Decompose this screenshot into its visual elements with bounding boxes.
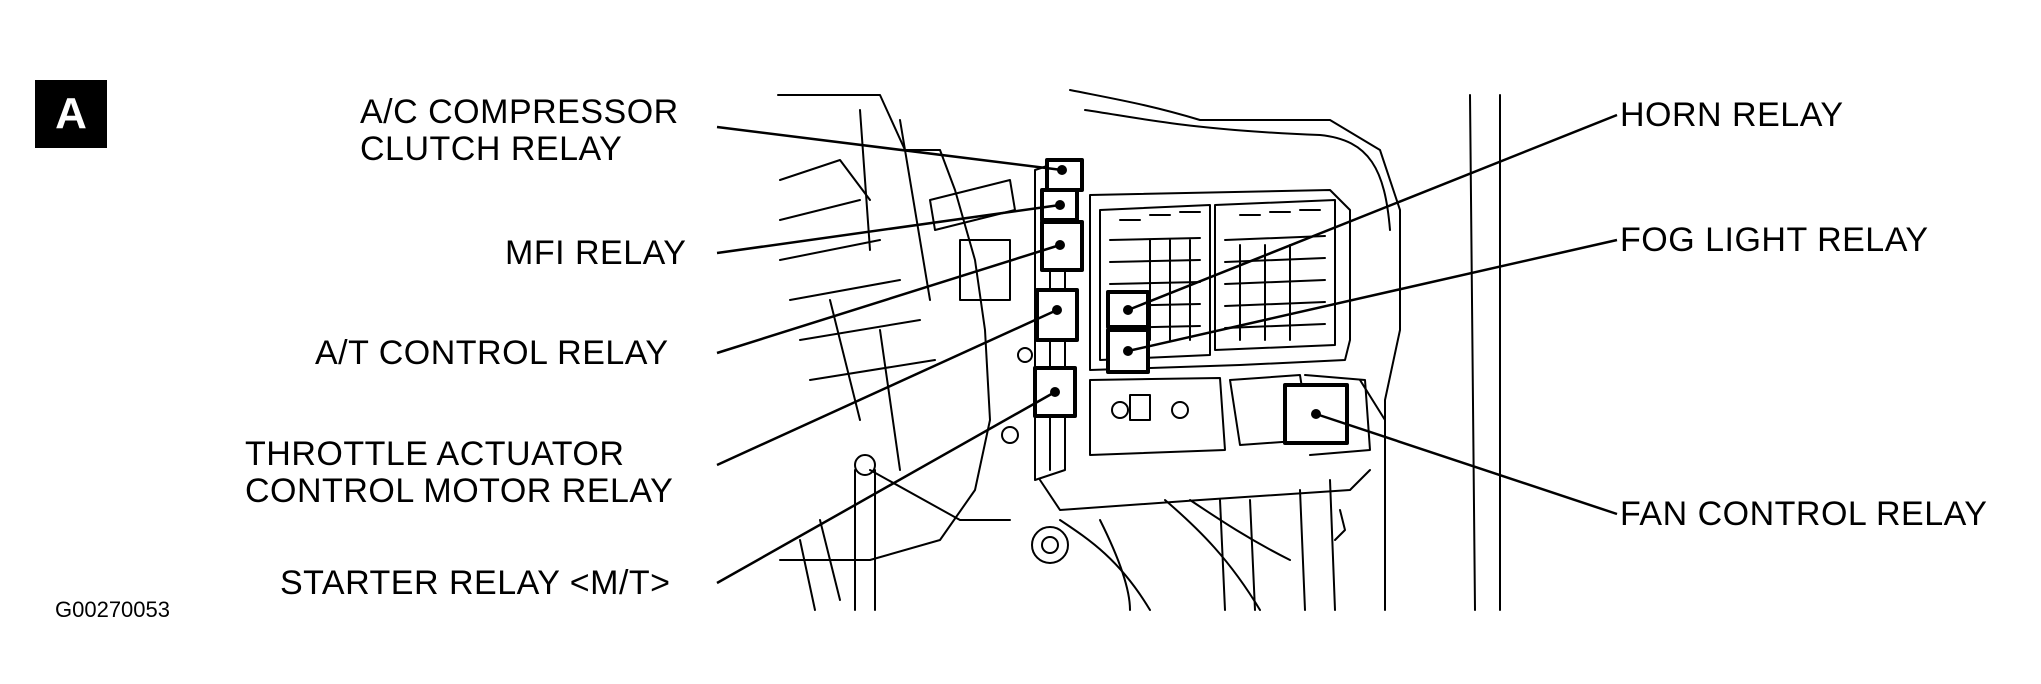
left-bracket — [929, 179, 1016, 231]
label-mfi: MFI RELAY — [505, 234, 687, 272]
label-ac-compressor-line2: CLUTCH RELAY — [360, 130, 623, 168]
body-contour — [1069, 89, 1401, 611]
leader-at-control — [716, 243, 1061, 355]
leader-horn — [1127, 113, 1618, 312]
label-throttle-line2: CONTROL MOTOR RELAY — [245, 472, 674, 510]
ac-compressor-relay — [1045, 158, 1084, 192]
label-horn: HORN RELAY — [1620, 96, 1844, 134]
bolt-icon — [854, 454, 876, 476]
leader-throttle — [716, 308, 1058, 467]
view-badge: A — [35, 80, 107, 148]
leader-starter — [716, 390, 1056, 585]
label-throttle-line1: THROTTLE ACTUATOR — [245, 435, 625, 473]
label-ac-compressor-line1: A/C COMPRESSOR — [360, 93, 679, 131]
leader-fog — [1127, 238, 1618, 353]
bolt-icon — [1017, 347, 1033, 363]
label-fog: FOG LIGHT RELAY — [1620, 221, 1929, 259]
cable — [1059, 519, 1151, 611]
leader-ac-compressor — [716, 125, 1063, 172]
bolt-icon — [1111, 401, 1129, 419]
label-at-control: A/T CONTROL RELAY — [315, 334, 669, 372]
bolt-icon — [1171, 401, 1189, 419]
leader-mfi — [716, 203, 1061, 255]
leader-fan — [1315, 412, 1618, 516]
left-grille — [779, 159, 936, 381]
bolt-icon — [1001, 426, 1019, 444]
label-starter: STARTER RELAY <M/T> — [280, 564, 671, 602]
label-fan: FAN CONTROL RELAY — [1620, 495, 1988, 533]
left-body-panel — [777, 94, 991, 561]
terminal-icon — [1031, 526, 1069, 564]
figure-id: G00270053 — [55, 597, 170, 622]
